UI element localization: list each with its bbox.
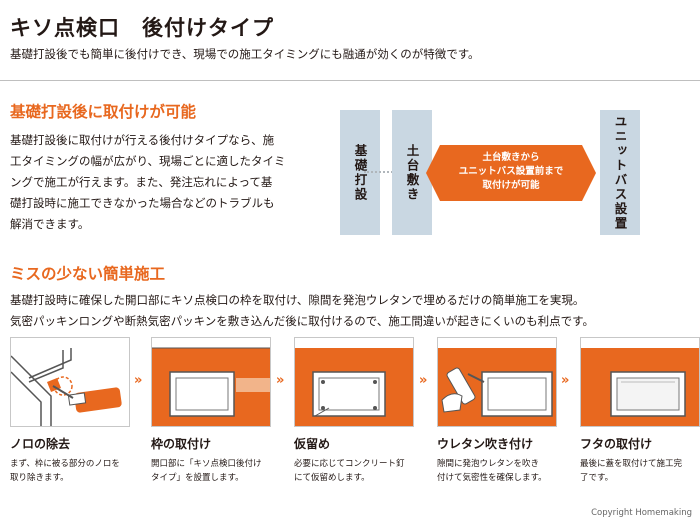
diagram-arrow-line: 取付けが可能 bbox=[482, 180, 540, 191]
temporary-fix-icon bbox=[295, 348, 413, 426]
diagram-arrow-line: ユニットバス設置前まで bbox=[458, 166, 564, 177]
step-4-illustration bbox=[437, 337, 557, 427]
section1-line: 基礎打設後に取付けが行える後付けタイプなら、施 bbox=[10, 133, 275, 147]
step-3-desc: 必要に応じてコンクリート釘 にて仮留めします。 bbox=[294, 457, 429, 485]
step-1-illustration bbox=[10, 337, 130, 427]
step-4-desc-line: 付けて気密性を確保します。 bbox=[437, 473, 547, 483]
diagram-arrow-band bbox=[426, 145, 596, 201]
section1-line: 礎打設時に施工できなかった場合などのトラブルも bbox=[10, 196, 275, 210]
step-4-label: ウレタン吹き付け bbox=[437, 437, 534, 451]
section2-line: 気密パッキンロングや断熱気密パッキンを敷き込んだ後に取付けるので、施工間違いが起… bbox=[10, 314, 594, 328]
urethane-spray-icon bbox=[438, 348, 556, 426]
step-arrow-icon: » bbox=[134, 373, 143, 388]
section2-heading: ミスの少ない簡単施工 bbox=[10, 265, 166, 283]
step-3-desc-line: 必要に応じてコンクリート釘 bbox=[294, 459, 405, 469]
diagram-arrow-line: 土台敷きから bbox=[482, 152, 540, 163]
diagram-box-foundation-label: 基礎打設 bbox=[352, 143, 368, 202]
diagram-box-unitbath-label: ユニットバス設置 bbox=[612, 114, 628, 231]
lid-install-icon bbox=[581, 348, 699, 426]
step-4-desc: 隙間に発泡ウレタンを吹き 付けて気密性を確保します。 bbox=[437, 457, 572, 485]
step-1-desc-line: まず、枠に被る部分のノロを bbox=[10, 459, 120, 469]
step-arrow-icon: » bbox=[419, 373, 428, 388]
page-title: キソ点検口 後付けタイプ bbox=[10, 16, 274, 40]
step-5-desc: 最後に蓋を取付けて施工完 了です。 bbox=[580, 457, 700, 485]
step-5-desc-line: 了です。 bbox=[580, 473, 614, 483]
step-2-desc: 開口部に「キソ点検口後付け タイプ」を設置します。 bbox=[151, 457, 286, 485]
frame-install-icon bbox=[152, 347, 270, 426]
diagram-box-sill: 土台敷き bbox=[392, 110, 432, 235]
section1-line: 解消できます。 bbox=[10, 217, 90, 231]
step-1-label: ノロの除去 bbox=[10, 437, 71, 451]
step-arrow-icon: » bbox=[276, 373, 285, 388]
copyright-notice: Copyright Homemaking bbox=[591, 508, 692, 518]
step-1-desc-line: 取り除きます。 bbox=[10, 473, 69, 483]
step-5-label: フタの取付け bbox=[580, 437, 653, 451]
section1-heading: 基礎打設後に取付けが可能 bbox=[10, 103, 197, 121]
diagram-arrow-text: 土台敷きから ユニットバス設置前まで 取付けが可能 bbox=[426, 151, 596, 193]
title-divider bbox=[0, 80, 700, 81]
section1-line: 工タイミングの幅が広がり、現場ごとに適したタイミ bbox=[10, 154, 286, 168]
section1-text: 基礎打設後に取付けが行える後付けタイプなら、施 工タイミングの幅が広がり、現場ご… bbox=[10, 130, 332, 235]
diagram-box-sill-label: 土台敷き bbox=[404, 143, 420, 202]
diagram-dotted-connector bbox=[364, 171, 396, 173]
page-subtitle: 基礎打設後でも簡単に後付けでき、現場での施工タイミングにも融通が効くのが特徴です… bbox=[10, 47, 480, 61]
section2-text: 基礎打設時に確保した開口部にキソ点検口の枠を取付け、隙間を発泡ウレタンで埋めるだ… bbox=[10, 290, 700, 332]
timing-diagram: 基礎打設 土台敷き 土台敷きから ユニットバス設置前まで 取付けが可能 ユニット… bbox=[340, 110, 695, 235]
step-3-label: 仮留め bbox=[294, 437, 331, 451]
step-2-desc-line: タイプ」を設置します。 bbox=[151, 473, 244, 483]
step-5-illustration bbox=[580, 337, 700, 427]
section1-line: ングで施工が行えます。また、発注忘れによって基 bbox=[10, 175, 273, 189]
diagram-box-unitbath: ユニットバス設置 bbox=[600, 110, 640, 235]
step-3-desc-line: にて仮留めします。 bbox=[294, 473, 370, 483]
step-4-desc-line: 隙間に発泡ウレタンを吹き bbox=[437, 459, 540, 469]
step-2-desc-line: 開口部に「キソ点検口後付け bbox=[151, 459, 262, 469]
step-arrow-icon: » bbox=[561, 373, 570, 388]
step-5-desc-line: 最後に蓋を取付けて施工完 bbox=[580, 459, 683, 469]
step-2-illustration bbox=[151, 337, 271, 427]
installation-steps: ノロの除去 まず、枠に被る部分のノロを 取り除きます。 » 枠の取付け 開口部に… bbox=[0, 337, 700, 487]
section2-line: 基礎打設時に確保した開口部にキソ点検口の枠を取付け、隙間を発泡ウレタンで埋めるだ… bbox=[10, 293, 585, 307]
step-3-illustration bbox=[294, 337, 414, 427]
step-2-label: 枠の取付け bbox=[151, 437, 212, 451]
slag-removal-icon bbox=[11, 348, 122, 426]
step-1-desc: まず、枠に被る部分のノロを 取り除きます。 bbox=[10, 457, 145, 485]
